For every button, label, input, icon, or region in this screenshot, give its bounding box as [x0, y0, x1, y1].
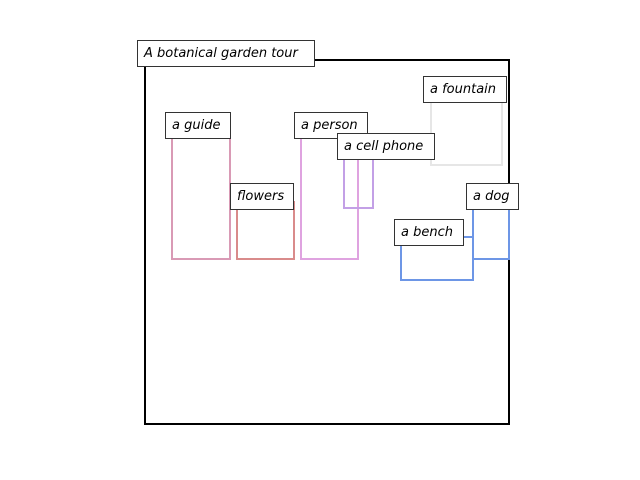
region-box-fountain: [430, 94, 503, 166]
region-label-phone: a cell phone: [337, 133, 435, 160]
region-label-flowers: flowers: [230, 183, 294, 210]
region-label-guide: a guide: [165, 112, 231, 139]
caption-label: A botanical garden tour: [137, 40, 315, 67]
region-label-fountain: a fountain: [423, 76, 507, 103]
region-box-guide: [171, 129, 231, 260]
region-label-person: a person: [294, 112, 368, 139]
region-label-dog: a dog: [466, 183, 519, 210]
region-label-bench: a bench: [394, 219, 464, 246]
